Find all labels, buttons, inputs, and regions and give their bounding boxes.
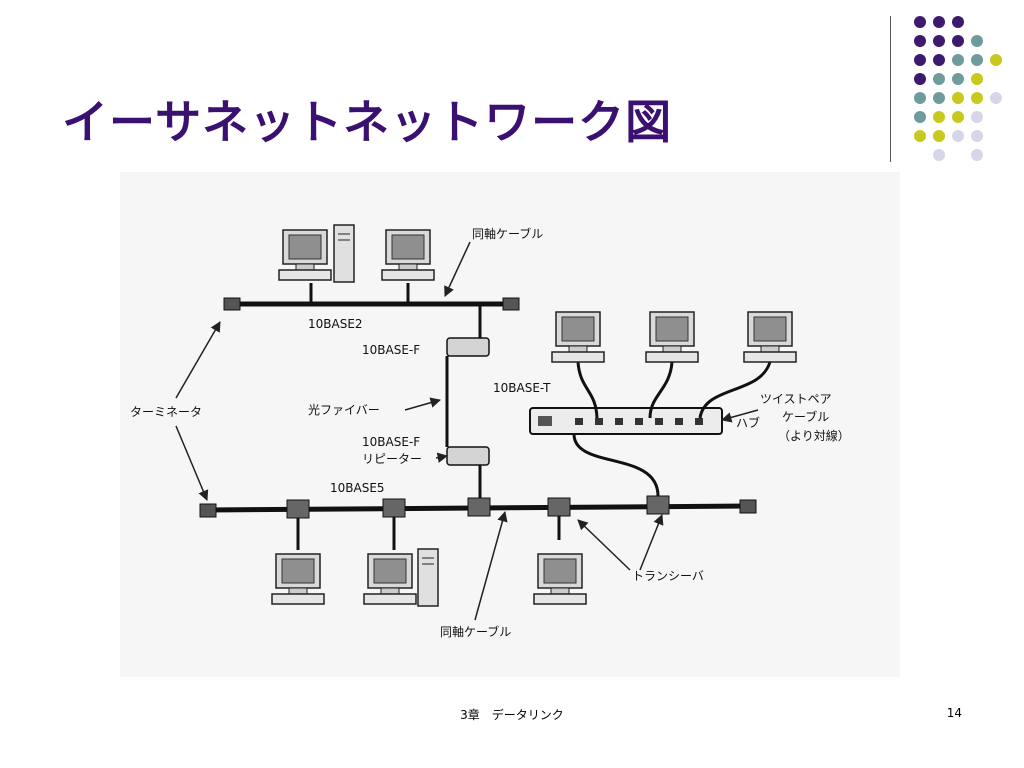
dot-row-3 bbox=[914, 54, 1002, 66]
dot-row-7 bbox=[914, 130, 983, 142]
repeater bbox=[446, 446, 490, 466]
label-transceiver: トランシーバ bbox=[632, 569, 704, 583]
pc-right-3 bbox=[743, 311, 797, 363]
pc-top-1 bbox=[278, 229, 332, 281]
dot-row-4 bbox=[914, 73, 983, 85]
decorative-dot-grid bbox=[914, 16, 1002, 161]
twisted-pair-cables bbox=[572, 361, 772, 497]
label-10base-f-top: 10BASE-F bbox=[362, 343, 420, 357]
terminator-right-top bbox=[502, 297, 520, 311]
footer-chapter: 3章 データリンク bbox=[460, 708, 564, 722]
tower-bottom-2 bbox=[417, 548, 439, 607]
terminator-left-top bbox=[223, 297, 241, 311]
pc-right-2 bbox=[645, 311, 699, 363]
terminator-right-bottom bbox=[739, 499, 757, 514]
hub-indicator bbox=[538, 416, 552, 426]
label-10base2: 10BASE2 bbox=[308, 317, 363, 331]
slide-title: イーサネットネットワーク図 bbox=[62, 95, 673, 149]
transceiver-5 bbox=[646, 495, 670, 515]
label-fiber: 光ファイバー bbox=[308, 403, 380, 417]
label-twisted-pair-3: （より対線） bbox=[778, 428, 850, 443]
dot-row-6 bbox=[914, 111, 983, 123]
label-repeater: リピーター bbox=[362, 452, 422, 466]
ethernet-network-diagram: 同軸ケーブル 10BASE2 10BASE-F ターミネータ 光ファイバー 10… bbox=[120, 172, 900, 677]
page-number: 14 bbox=[946, 706, 962, 720]
dot-row-5 bbox=[914, 92, 1002, 104]
title-divider bbox=[890, 16, 891, 162]
label-10base5: 10BASE5 bbox=[330, 481, 385, 495]
transceiver-4 bbox=[547, 497, 571, 517]
transceiver-1 bbox=[286, 499, 310, 519]
label-10base-f-bottom: 10BASE-F bbox=[362, 435, 420, 449]
pc-right-1 bbox=[551, 311, 605, 363]
label-twisted-pair-2: ケーブル bbox=[782, 409, 829, 424]
pc-bottom-3 bbox=[533, 553, 587, 605]
pointer-arrows bbox=[175, 241, 759, 621]
hub bbox=[529, 407, 723, 435]
bus-10base2 bbox=[223, 283, 520, 340]
dot-row-8 bbox=[933, 149, 983, 161]
tower-top-1 bbox=[333, 224, 355, 283]
label-coax-bottom: 同軸ケーブル bbox=[440, 624, 511, 639]
pc-bottom-2 bbox=[363, 553, 417, 605]
label-twisted-pair-1: ツイストペア bbox=[760, 392, 832, 406]
label-10base-t: 10BASE-T bbox=[493, 381, 551, 395]
dot-row-1 bbox=[914, 16, 964, 28]
pc-top-2 bbox=[381, 229, 435, 281]
label-hub: ハブ bbox=[736, 415, 760, 430]
transceiver-3 bbox=[467, 497, 491, 517]
transceiver-2 bbox=[382, 498, 406, 518]
dot-row-2 bbox=[914, 35, 983, 47]
pc-bottom-1 bbox=[271, 553, 325, 605]
fiber-converter-top bbox=[446, 337, 490, 357]
label-coax-top: 同軸ケーブル bbox=[472, 226, 543, 241]
label-terminator: ターミネータ bbox=[130, 405, 202, 419]
hub-ports bbox=[575, 418, 703, 425]
bus-10base5 bbox=[199, 495, 757, 550]
terminator-left-bottom bbox=[199, 503, 217, 518]
diagram-background bbox=[120, 172, 900, 677]
